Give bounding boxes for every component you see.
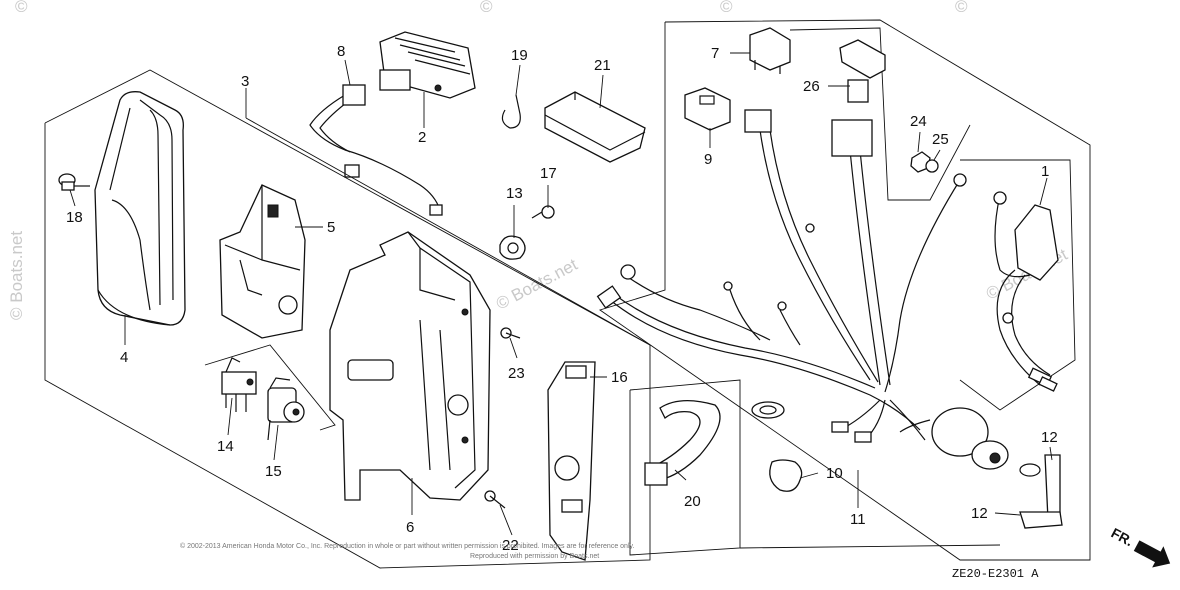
callout-9: 9 — [704, 151, 712, 168]
callout-12-a: 12 — [1041, 429, 1058, 446]
callout-11: 11 — [850, 511, 866, 528]
terminal-part-12 — [1019, 454, 1063, 529]
callout-21: 21 — [594, 57, 611, 74]
leader-lines — [69, 52, 1053, 536]
callout-7: 7 — [711, 45, 719, 62]
front-arrow-icon — [1133, 540, 1171, 568]
connector-part-9 — [684, 87, 731, 131]
clamp-part-10 — [769, 459, 803, 492]
callout-25: 25 — [932, 131, 949, 148]
callout-2: 2 — [418, 129, 426, 146]
relay-part-7 — [749, 27, 791, 74]
callout-5: 5 — [327, 219, 335, 236]
callout-4: 4 — [120, 349, 128, 366]
callout-20: 20 — [684, 493, 701, 510]
copyright-line-1: © 2002-2013 American Honda Motor Co., In… — [180, 542, 634, 550]
copyright-line-2: Reproduced with permission by Boats.net — [470, 553, 599, 560]
watermark-top-3: © — [720, 0, 733, 16]
washer-part-25 — [925, 159, 939, 173]
callout-6: 6 — [406, 519, 414, 536]
callout-12-b: 12 — [971, 505, 988, 522]
callout-23: 23 — [508, 365, 525, 382]
callout-15: 15 — [265, 463, 282, 480]
regulator-part-2 — [309, 31, 476, 216]
callout-10: 10 — [826, 465, 843, 482]
callout-3: 3 — [241, 73, 249, 90]
solenoid — [899, 407, 1009, 470]
wire-harness-part-11 — [596, 109, 967, 443]
callout-8: 8 — [337, 43, 345, 60]
control-box-part-6 — [329, 231, 491, 501]
clip-part-19 — [501, 94, 521, 129]
callout-13: 13 — [506, 185, 523, 202]
callout-24: 24 — [910, 113, 927, 130]
callout-17: 17 — [540, 165, 557, 182]
watermark-center: © Boats.net — [493, 255, 581, 314]
front-direction-indicator: FR. — [1109, 525, 1171, 568]
screw-part-23 — [500, 327, 521, 339]
screw-part-22 — [484, 490, 506, 509]
cover-part-4 — [94, 91, 186, 326]
diagram-code: ZE20-E2301 A — [952, 567, 1039, 581]
grommet — [751, 401, 785, 419]
callout-22: 22 — [502, 537, 519, 554]
band-part-20 — [644, 400, 721, 486]
ignition-switch-part-1 — [993, 191, 1059, 392]
callout-18: 18 — [66, 209, 83, 226]
callout-16: 16 — [611, 369, 628, 386]
screw-part-18 — [58, 173, 90, 191]
watermark-left: © Boats.net — [7, 231, 26, 320]
plate-part-16 — [547, 361, 596, 561]
callout-labels: 1 2 3 4 5 6 7 8 9 10 11 12 12 13 14 15 1… — [66, 43, 1058, 554]
watermark-top-4: © — [955, 0, 968, 16]
callout-14: 14 — [217, 438, 234, 455]
switch-part-14 — [221, 357, 257, 412]
callout-19: 19 — [511, 47, 528, 64]
clamp-part-13 — [499, 235, 526, 260]
watermark-top-1: © — [15, 0, 28, 16]
screw-part-17 — [531, 205, 555, 219]
front-label: FR. — [1109, 525, 1136, 550]
fuse-holder-part-26 — [839, 39, 886, 103]
foam-part-21 — [544, 91, 646, 163]
key-switch-part-15 — [267, 377, 305, 441]
watermark-top-2: © — [480, 0, 493, 16]
bracket-part-5 — [219, 184, 306, 339]
callout-26: 26 — [803, 78, 820, 95]
callout-1: 1 — [1041, 163, 1049, 180]
